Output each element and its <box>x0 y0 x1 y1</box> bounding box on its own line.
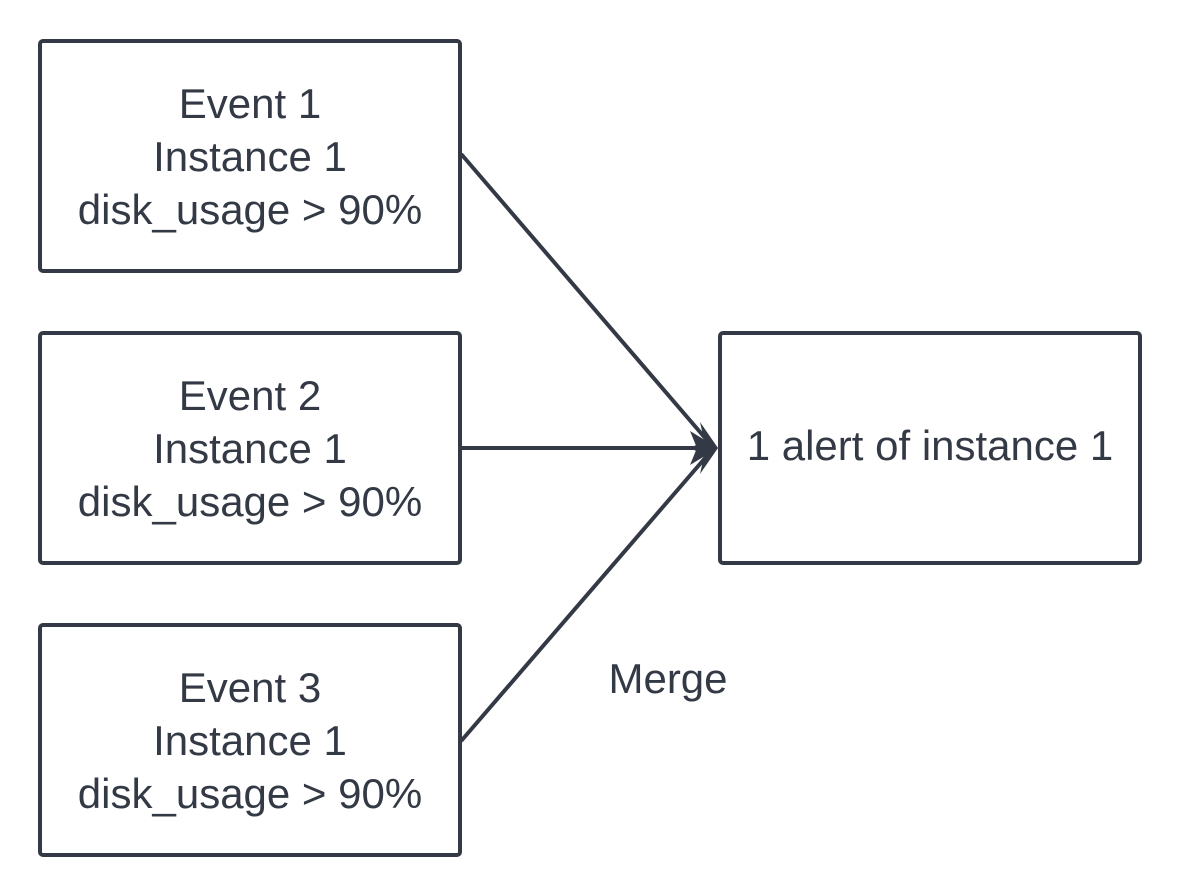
event-instance: Instance 1 <box>153 716 347 764</box>
event-condition: disk_usage > 90% <box>77 477 423 525</box>
event-title: Event 3 <box>178 663 322 711</box>
event-instance: Instance 1 <box>153 132 347 180</box>
arrow-event-1-to-alert <box>460 153 714 448</box>
alert-label: 1 alert of instance 1 <box>746 422 1114 469</box>
event-node-2[interactable]: Event 2 Instance 1 disk_usage > 90% <box>38 331 462 565</box>
event-node-1[interactable]: Event 1 Instance 1 disk_usage > 90% <box>38 39 462 273</box>
event-node-3[interactable]: Event 3 Instance 1 disk_usage > 90% <box>38 623 462 857</box>
merge-label: Merge <box>608 655 728 702</box>
event-condition: disk_usage > 90% <box>77 185 423 233</box>
event-title: Event 2 <box>178 371 322 419</box>
alert-node[interactable]: 1 alert of instance 1 <box>718 331 1142 565</box>
event-condition: disk_usage > 90% <box>77 769 423 817</box>
event-instance: Instance 1 <box>153 424 347 472</box>
arrowhead-icon <box>688 446 718 474</box>
arrow-event-3-to-alert <box>460 448 714 742</box>
arrowhead-icon <box>688 422 718 450</box>
event-title: Event 1 <box>178 79 322 127</box>
